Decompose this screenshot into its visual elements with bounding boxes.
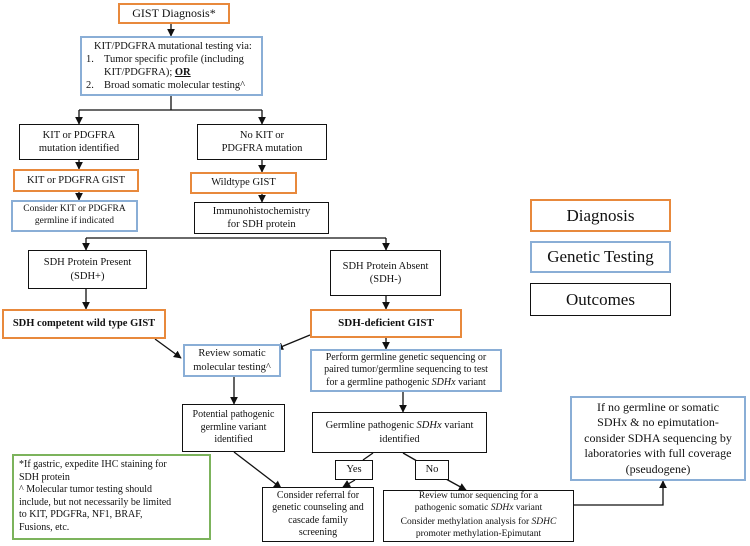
legend-diagnosis: Diagnosis xyxy=(530,199,671,232)
arrow-deficient-to-review xyxy=(275,334,311,350)
footnote-line6: Fusions, etc. xyxy=(19,521,70,533)
kit-testing-num2: 2. xyxy=(86,80,94,92)
sdh-present-box: SDH Protein Present (SDH+) xyxy=(28,250,147,289)
perform-germline-line2: paired tumor/germline sequencing to test xyxy=(324,364,488,376)
consider-kit-line1: Consider KIT or PDGFRA xyxy=(23,204,126,215)
sdha-line4: laboratories with full coverage xyxy=(584,446,732,461)
legend-genetic-testing: Genetic Testing xyxy=(530,241,671,273)
sdh-deficient-label: SDH-deficient GIST xyxy=(338,316,434,329)
germline-variant-sdhx: SDHx xyxy=(416,420,442,432)
yes-label: Yes xyxy=(346,464,362,476)
kit-testing-line1: KIT/PDGFRA mutational testing via: xyxy=(94,40,252,52)
perform-germline-box: Perform germline genetic sequencing or p… xyxy=(310,349,502,392)
kit-testing-or: OR xyxy=(174,67,191,78)
kit-mutation-box: KIT or PDGFRA mutation identified xyxy=(19,124,139,160)
germline-variant-line1b: variant xyxy=(441,420,474,432)
arrow-no-to-review xyxy=(445,478,467,491)
kit-gist-box: KIT or PDGFRA GIST xyxy=(13,169,139,192)
kit-testing-line3: KIT/PDGFRA); xyxy=(104,67,173,78)
review-somatic-line1: Review somatic xyxy=(198,348,266,360)
wildtype-gist-box: Wildtype GIST xyxy=(190,172,297,194)
kit-mutation-line2: mutation identified xyxy=(38,143,120,154)
germline-variant-line2: identified xyxy=(379,433,420,445)
sdh-absent-line1: SDH Protein Absent xyxy=(342,260,429,272)
ihc-line1: Immunohistochemistry xyxy=(212,205,311,217)
footnote-line5: to KIT, PDGFRa, NF1, BRAF, xyxy=(19,509,143,520)
legend-diagnosis-label: Diagnosis xyxy=(566,205,635,225)
line-variant-to-no xyxy=(402,452,418,462)
perform-germline-sdhx: SDHx xyxy=(431,376,456,388)
sdha-line2: SDHx & no epimutation- xyxy=(597,415,719,430)
perform-germline-line3a: for a germline pathogenic xyxy=(326,376,432,388)
germline-variant-line1a: Germline pathogenic xyxy=(325,420,417,432)
review-tumor-line2b: variant xyxy=(513,503,543,514)
footnote-line2: SDH protein xyxy=(19,471,70,483)
consider-kit-line2: germline if indicated xyxy=(34,216,115,226)
sdh-absent-box: SDH Protein Absent (SDH-) xyxy=(330,250,441,296)
no-kit-mutation-line1: No KIT or xyxy=(239,129,285,141)
line-variant-to-yes xyxy=(362,452,374,461)
sdh-absent-line2: (SDH-) xyxy=(369,274,402,285)
gist-diagnosis-box: GIST Diagnosis* xyxy=(118,3,230,24)
sdha-sequencing-box: If no germline or somatic SDHx & no epim… xyxy=(570,396,746,481)
kit-testing-line2: Tumor specific profile (including xyxy=(104,53,244,65)
no-kit-mutation-line2: PDGFRA mutation xyxy=(221,143,303,154)
potential-variant-line3: identified xyxy=(214,434,253,446)
footnote-line3: ^ Molecular tumor testing should xyxy=(19,484,153,495)
legend-outcomes: Outcomes xyxy=(530,283,671,316)
review-tumor-line1: Review tumor sequencing for a xyxy=(418,491,539,502)
ihc-line2: for SDH protein xyxy=(227,219,296,230)
kit-testing-num1: 1. xyxy=(86,53,94,65)
review-tumor-line4: promoter methylation-Epimutant xyxy=(415,528,542,539)
review-somatic-line2: molecular testing^ xyxy=(193,361,271,373)
footnote-box: *If gastric, expedite IHC staining for S… xyxy=(12,454,211,540)
kit-testing-box: KIT/PDGFRA mutational testing via: 1. Tum… xyxy=(80,36,263,96)
review-tumor-box: Review tumor sequencing for a pathogenic… xyxy=(383,490,574,542)
sdh-present-line1: SDH Protein Present xyxy=(43,257,132,269)
arrow-yes-to-referral xyxy=(342,479,356,488)
consider-referral-line1: Consider referral for xyxy=(276,489,360,501)
arrow-review-to-sdha xyxy=(574,480,667,506)
consider-referral-line2: genetic counseling and xyxy=(272,502,364,513)
perform-germline-line1: Perform germline genetic sequencing or xyxy=(325,351,487,363)
sdh-deficient-box: SDH-deficient GIST xyxy=(310,309,462,338)
sdha-line5: (pseudogene) xyxy=(625,461,691,476)
arrow-competent-to-review xyxy=(154,338,182,359)
sdh-competent-box: SDH competent wild type GIST xyxy=(2,309,166,339)
potential-variant-line2: germline variant xyxy=(200,421,267,433)
kit-gist-label: KIT or PDGFRA GIST xyxy=(26,174,126,186)
no-box: No xyxy=(415,460,449,480)
wildtype-gist-label: Wildtype GIST xyxy=(211,177,276,189)
legend-outcomes-label: Outcomes xyxy=(566,289,635,309)
ihc-box: Immunohistochemistry for SDH protein xyxy=(194,202,329,234)
review-tumor-line2a: pathogenic somatic xyxy=(414,503,491,514)
review-tumor-sdhc: SDHC xyxy=(531,517,557,527)
no-label: No xyxy=(425,464,439,476)
no-kit-mutation-box: No KIT or PDGFRA mutation xyxy=(197,124,327,160)
consider-referral-box: Consider referral for genetic counseling… xyxy=(262,487,374,542)
potential-variant-line1: Potential pathogenic xyxy=(192,409,275,421)
footnote-line4: include, but not necessarily be limited xyxy=(19,496,172,508)
potential-variant-box: Potential pathogenic germline variant id… xyxy=(182,404,285,452)
yes-box: Yes xyxy=(335,460,373,480)
consider-referral-line4: screening xyxy=(298,527,338,538)
consider-referral-line3: cascade family xyxy=(288,514,348,526)
consider-kit-box: Consider KIT or PDGFRA germline if indic… xyxy=(11,200,138,232)
kit-mutation-line1: KIT or PDGFRA xyxy=(42,129,116,141)
review-tumor-sdhx: SDHx xyxy=(490,503,514,514)
kit-testing-line4: Broad somatic molecular testing^ xyxy=(104,80,246,92)
sdh-competent-label: SDH competent wild type GIST xyxy=(12,318,156,330)
legend-genetic-testing-label: Genetic Testing xyxy=(547,247,654,267)
review-somatic-box: Review somatic molecular testing^ xyxy=(183,344,281,377)
arrow-potential-to-referral xyxy=(233,451,282,489)
gist-diagnosis-label: GIST Diagnosis* xyxy=(132,6,216,20)
footnote-line1: *If gastric, expedite IHC staining for xyxy=(19,459,167,470)
sdha-line1: If no germline or somatic xyxy=(597,399,719,414)
sdha-line3: consider SDHA sequencing by xyxy=(584,430,732,445)
germline-variant-box: Germline pathogenic SDHx variant identif… xyxy=(312,412,487,453)
sdh-present-line2: (SDH+) xyxy=(70,270,105,282)
review-tumor-line3a: Consider methylation analysis for xyxy=(400,517,532,527)
perform-germline-line3b: variant xyxy=(455,376,486,388)
